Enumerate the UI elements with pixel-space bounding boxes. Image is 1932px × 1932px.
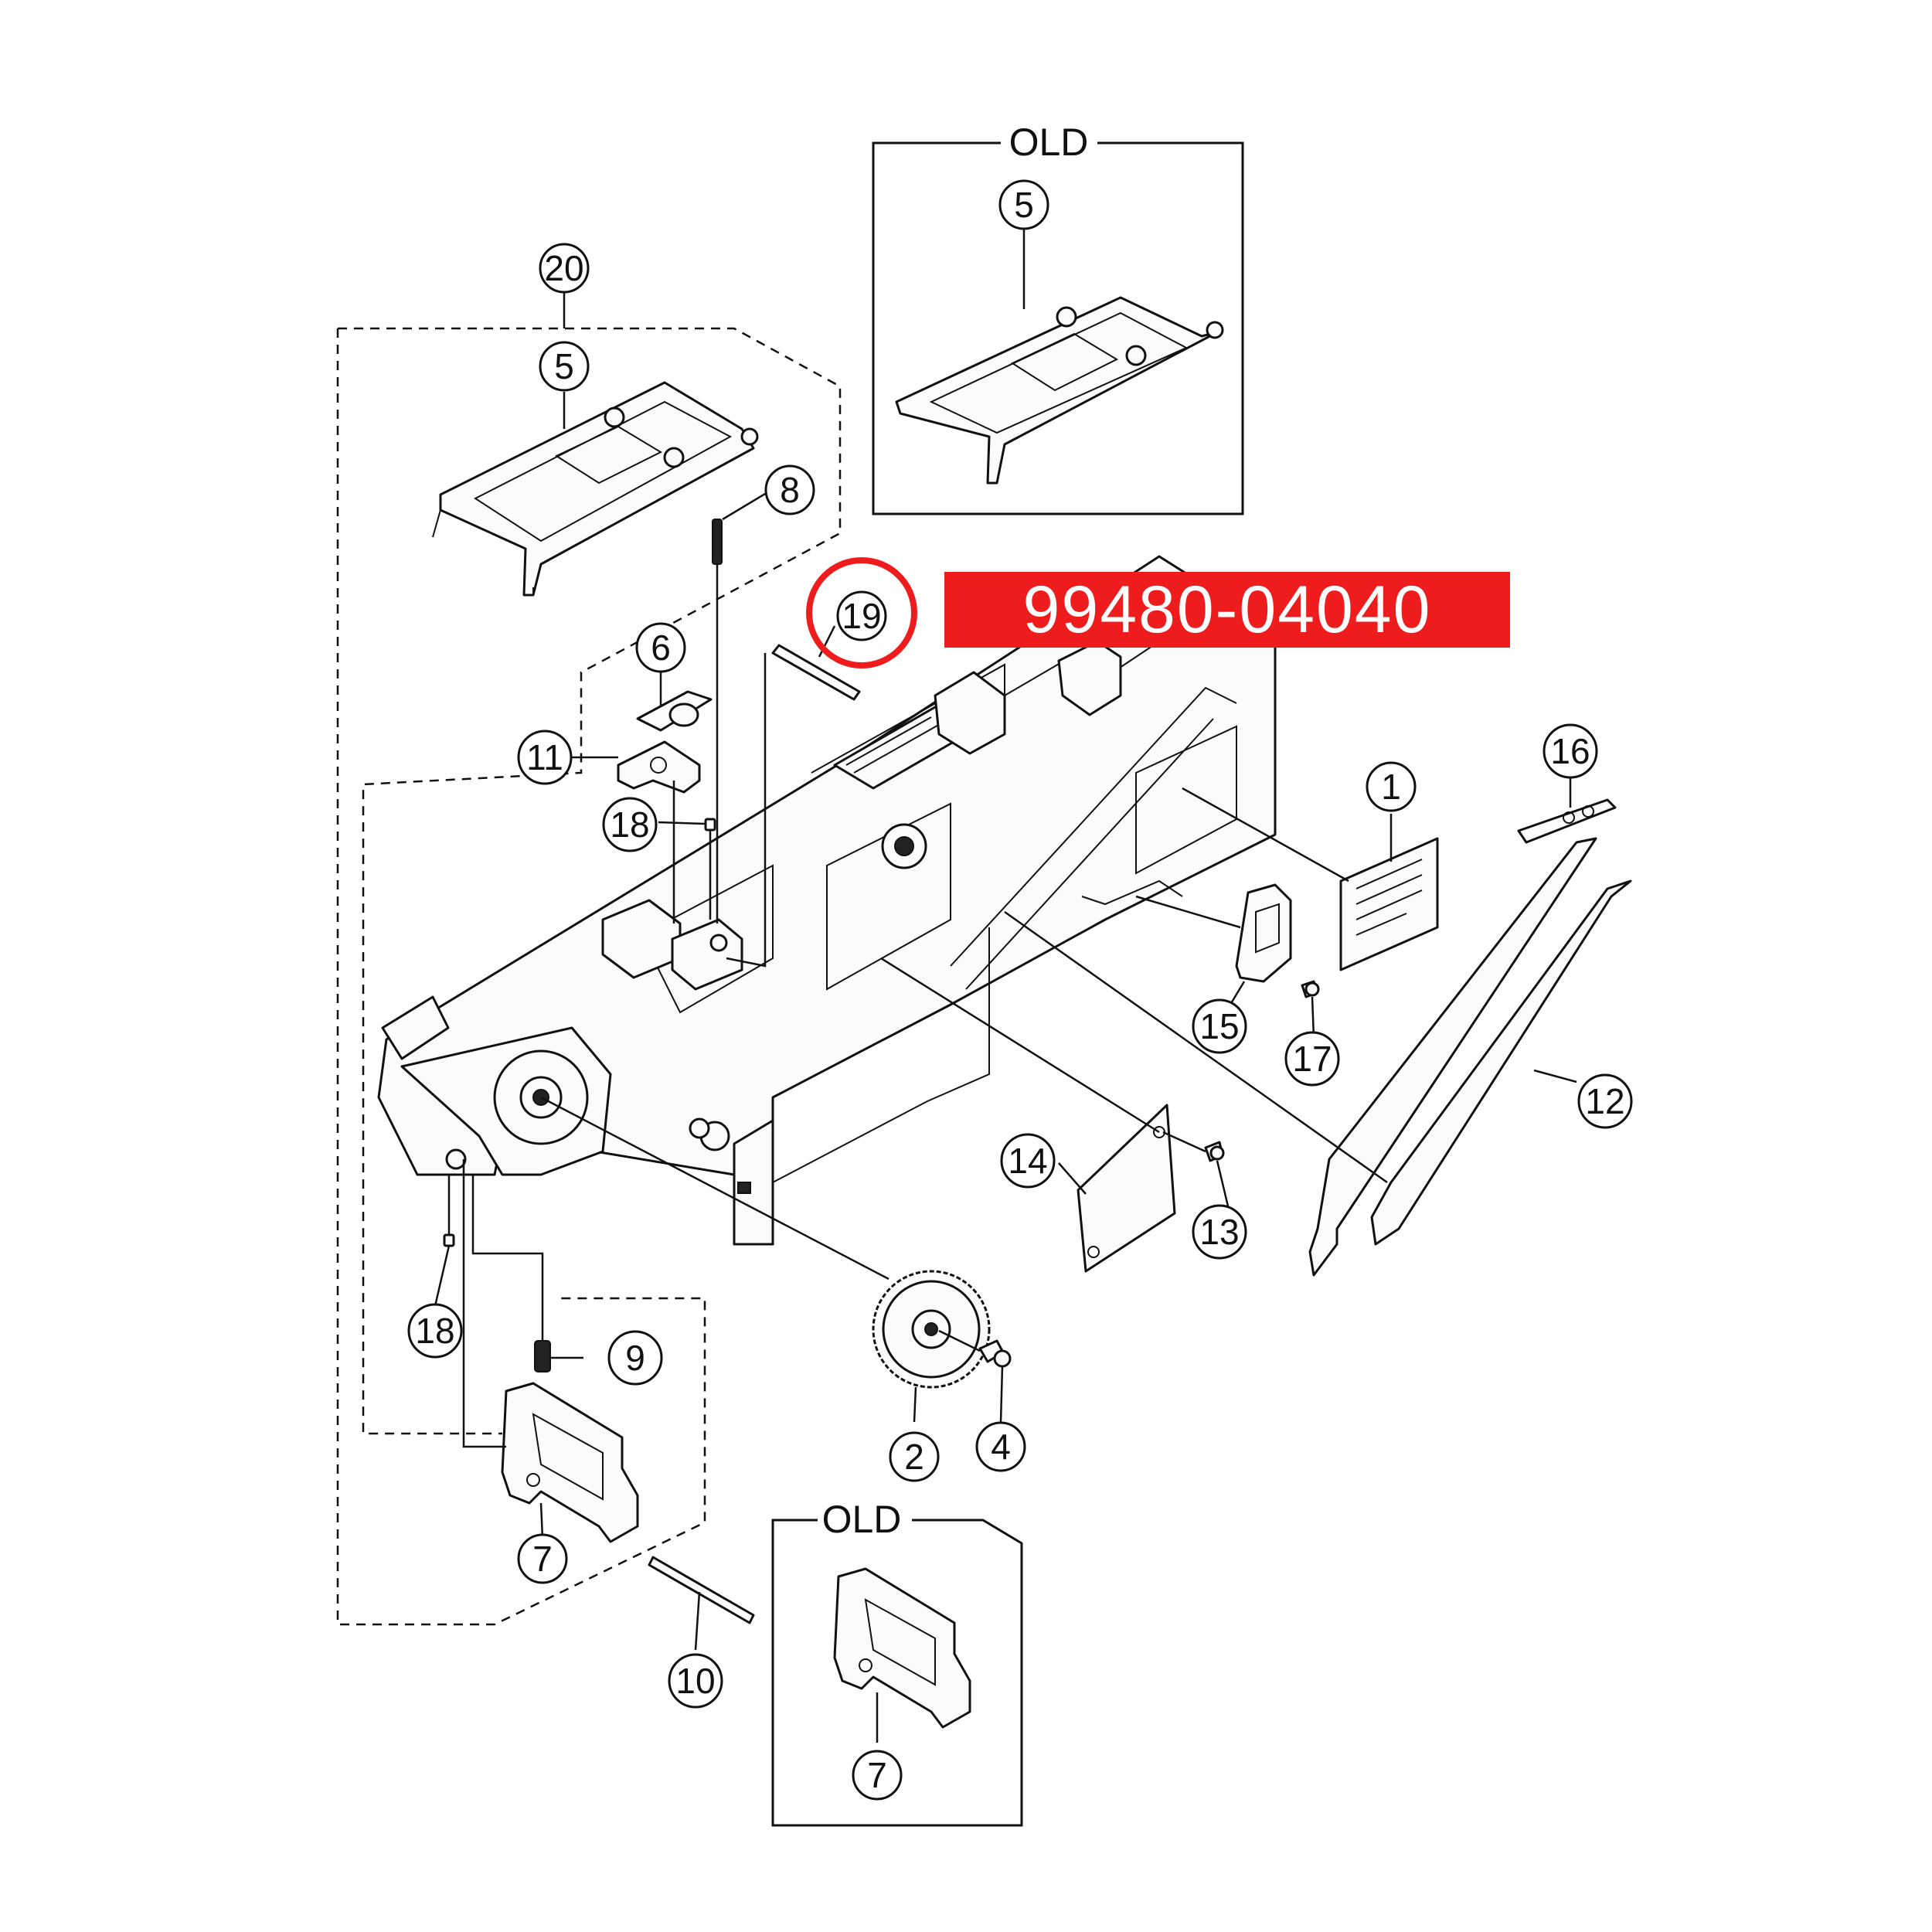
svg-text:5: 5 xyxy=(554,346,574,386)
part-12-guide-rail xyxy=(1004,837,1632,1277)
balloon-18-bottom: 18 xyxy=(407,1303,463,1359)
svg-text:19: 19 xyxy=(842,596,881,636)
balloon-4: 4 xyxy=(975,1421,1026,1472)
balloon-13: 13 xyxy=(1192,1204,1247,1260)
balloon-14: 14 xyxy=(1000,1133,1056,1189)
part-7-lever-old xyxy=(833,1567,971,1729)
svg-text:12: 12 xyxy=(1585,1081,1624,1121)
part-5-old-slide-cover xyxy=(895,296,1224,485)
svg-text:13: 13 xyxy=(1199,1212,1239,1252)
part-number-banner: 99480-04040 xyxy=(944,572,1510,648)
balloon-19: 19 xyxy=(836,590,887,641)
balloon-17: 17 xyxy=(1284,1031,1340,1087)
old-frame-top-label: OLD xyxy=(1009,121,1089,164)
svg-text:18: 18 xyxy=(610,804,649,845)
svg-text:10: 10 xyxy=(675,1661,715,1701)
svg-text:7: 7 xyxy=(532,1539,553,1579)
svg-text:5: 5 xyxy=(1014,185,1034,225)
svg-text:9: 9 xyxy=(625,1338,645,1378)
highlight-ring-19 xyxy=(806,557,917,668)
svg-text:2: 2 xyxy=(904,1437,924,1477)
part-7-lever-new xyxy=(462,1159,639,1543)
part-6-bushing xyxy=(636,690,713,732)
main-feeder-frame xyxy=(377,555,1277,1246)
part-13-screw xyxy=(1162,1131,1225,1162)
balloon-1: 1 xyxy=(1366,761,1417,812)
svg-text:20: 20 xyxy=(544,248,583,288)
part-14-cover-plate xyxy=(880,957,1176,1273)
balloon-9: 9 xyxy=(607,1330,663,1386)
part-5-slide-cover xyxy=(432,381,759,597)
old-variant-frame-top: OLD xyxy=(872,121,1244,515)
balloon-2: 2 xyxy=(889,1431,940,1482)
part-4-screw xyxy=(938,1329,1012,1368)
part-16-strip xyxy=(1517,798,1617,844)
balloon-5-new: 5 xyxy=(539,341,590,392)
part-18-set-screw-top xyxy=(704,818,716,920)
balloon-20: 20 xyxy=(539,243,590,294)
svg-text:1: 1 xyxy=(1381,767,1401,807)
svg-text:7: 7 xyxy=(867,1755,887,1795)
svg-text:17: 17 xyxy=(1292,1039,1332,1079)
svg-text:15: 15 xyxy=(1199,1006,1239,1046)
balloon-18-top: 18 xyxy=(602,797,658,852)
svg-text:8: 8 xyxy=(780,470,800,510)
balloon-7-new: 7 xyxy=(517,1533,568,1584)
part-9-spring xyxy=(471,1175,551,1372)
balloon-8: 8 xyxy=(764,464,815,515)
balloon-11: 11 xyxy=(517,730,573,785)
part-15-bracket xyxy=(1135,883,1292,983)
svg-text:18: 18 xyxy=(415,1311,454,1351)
balloon-15: 15 xyxy=(1192,998,1247,1054)
part-17-screw xyxy=(1301,980,1320,998)
part-10-shaft xyxy=(648,1556,755,1624)
svg-text:6: 6 xyxy=(651,628,671,668)
part-1-label-plate xyxy=(1182,787,1439,971)
part-11-bracket xyxy=(617,740,701,923)
part-2-sprocket xyxy=(540,1096,991,1389)
balloon-6: 6 xyxy=(635,622,686,673)
part-8-pin xyxy=(712,519,723,923)
svg-text:4: 4 xyxy=(991,1427,1011,1467)
balloon-16: 16 xyxy=(1543,723,1598,779)
svg-text:14: 14 xyxy=(1008,1141,1047,1181)
old-variant-frame-bottom: OLD xyxy=(771,1498,1023,1827)
balloon-10: 10 xyxy=(668,1653,723,1709)
balloon-7-old: 7 xyxy=(852,1750,903,1801)
balloon-12: 12 xyxy=(1577,1073,1633,1129)
part-18-set-screw-bottom xyxy=(443,1175,455,1247)
old-frame-bottom-label: OLD xyxy=(822,1498,902,1541)
part-19-pin xyxy=(726,644,861,968)
svg-text:11: 11 xyxy=(526,737,563,777)
svg-text:16: 16 xyxy=(1550,731,1590,771)
balloon-5-old: 5 xyxy=(998,179,1049,230)
assembly-20-dashed-outline xyxy=(336,327,842,1626)
